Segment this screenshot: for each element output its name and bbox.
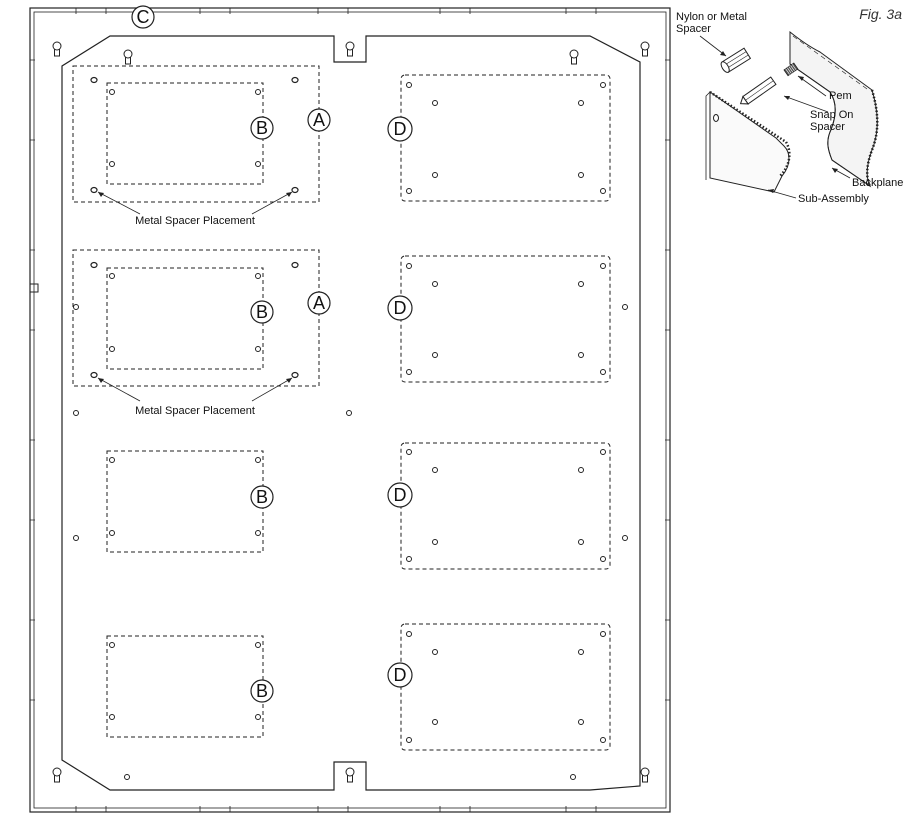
marker-d: D: [387, 295, 413, 321]
keyhole-slots: [52, 41, 650, 783]
callout-arrowheads: [720, 51, 838, 193]
marker-a: A: [307, 291, 331, 315]
backplane-callout: Backplane: [852, 177, 903, 189]
svg-text:B: B: [256, 302, 268, 322]
arrowhead: [98, 192, 292, 197]
backplane-outline: [61, 35, 641, 791]
spacer-placement-caption: Metal Spacer Placement: [135, 405, 255, 417]
figure-label: Fig. 3a: [859, 6, 902, 22]
zone-d-outline: [400, 442, 611, 570]
zone-d-outline: [400, 74, 611, 202]
keyhole-slot: [52, 767, 62, 783]
svg-text:D: D: [394, 485, 407, 505]
spacer-detail-inset: Nylon or Metal Spacer Pem Snap On Spacer…: [676, 11, 903, 205]
caption-leader: [97, 191, 293, 215]
zone-b-outline: [106, 635, 264, 738]
mounting-holes: [73, 82, 628, 780]
marker-d: D: [387, 482, 413, 508]
spacer-callout: Nylon or Metal: [676, 11, 747, 23]
keyhole-slot: [52, 41, 62, 57]
svg-text:B: B: [256, 118, 268, 138]
keyhole-slot: [569, 49, 579, 65]
svg-text:A: A: [313, 110, 325, 130]
marker-a: A: [307, 108, 331, 132]
svg-text:D: D: [394, 298, 407, 318]
outer-panel: [29, 7, 671, 813]
snap-on-callout: Snap On: [810, 109, 853, 121]
marker-d: D: [387, 116, 413, 142]
keyhole-slot: [123, 49, 133, 65]
snap-on-callout: Spacer: [810, 121, 845, 133]
zone-d-outline: [400, 255, 611, 383]
subassembly-bracket: [709, 91, 790, 193]
arrowhead: [98, 378, 292, 383]
spacer-placement-caption: Metal Spacer Placement: [135, 215, 255, 227]
svg-text:B: B: [256, 681, 268, 701]
spacer-callout: Spacer: [676, 23, 711, 35]
subassembly-callout: Sub-Assembly: [798, 193, 869, 205]
marker-b: B: [250, 116, 274, 140]
caption-leader: [97, 377, 293, 402]
zone-b-outline: [106, 82, 264, 185]
keyhole-slot: [345, 767, 355, 783]
nylon-spacer-icon: [720, 47, 752, 73]
zone-a-outline: [72, 65, 320, 203]
backplane-hatch: [792, 35, 868, 90]
spacer-caption-2: Metal Spacer Placement: [97, 377, 293, 417]
keyhole-slot: [640, 767, 650, 783]
svg-text:C: C: [137, 7, 150, 27]
zone-b-outline: [106, 267, 264, 370]
pem-callout: Pem: [829, 90, 852, 102]
spacer-caption-1: Metal Spacer Placement: [97, 191, 293, 227]
keyhole-slot: [345, 41, 355, 57]
keyhole-slot: [640, 41, 650, 57]
pem-stud-icon: [783, 62, 799, 77]
marker-c: C: [131, 5, 155, 29]
marker-b: B: [250, 485, 274, 509]
svg-text:D: D: [394, 665, 407, 685]
zone-a-outline: [72, 249, 320, 387]
svg-text:A: A: [313, 293, 325, 313]
snap-on-spacer-icon: [739, 76, 777, 105]
marker-d: D: [387, 662, 413, 688]
spacer-holes: [90, 76, 299, 379]
zone-a-outlines: [72, 65, 320, 387]
marker-b: B: [250, 679, 274, 703]
zone-b-outline: [106, 450, 264, 553]
zone-d-outline: [400, 623, 611, 751]
svg-text:D: D: [394, 119, 407, 139]
marker-b: B: [250, 300, 274, 324]
svg-text:B: B: [256, 487, 268, 507]
